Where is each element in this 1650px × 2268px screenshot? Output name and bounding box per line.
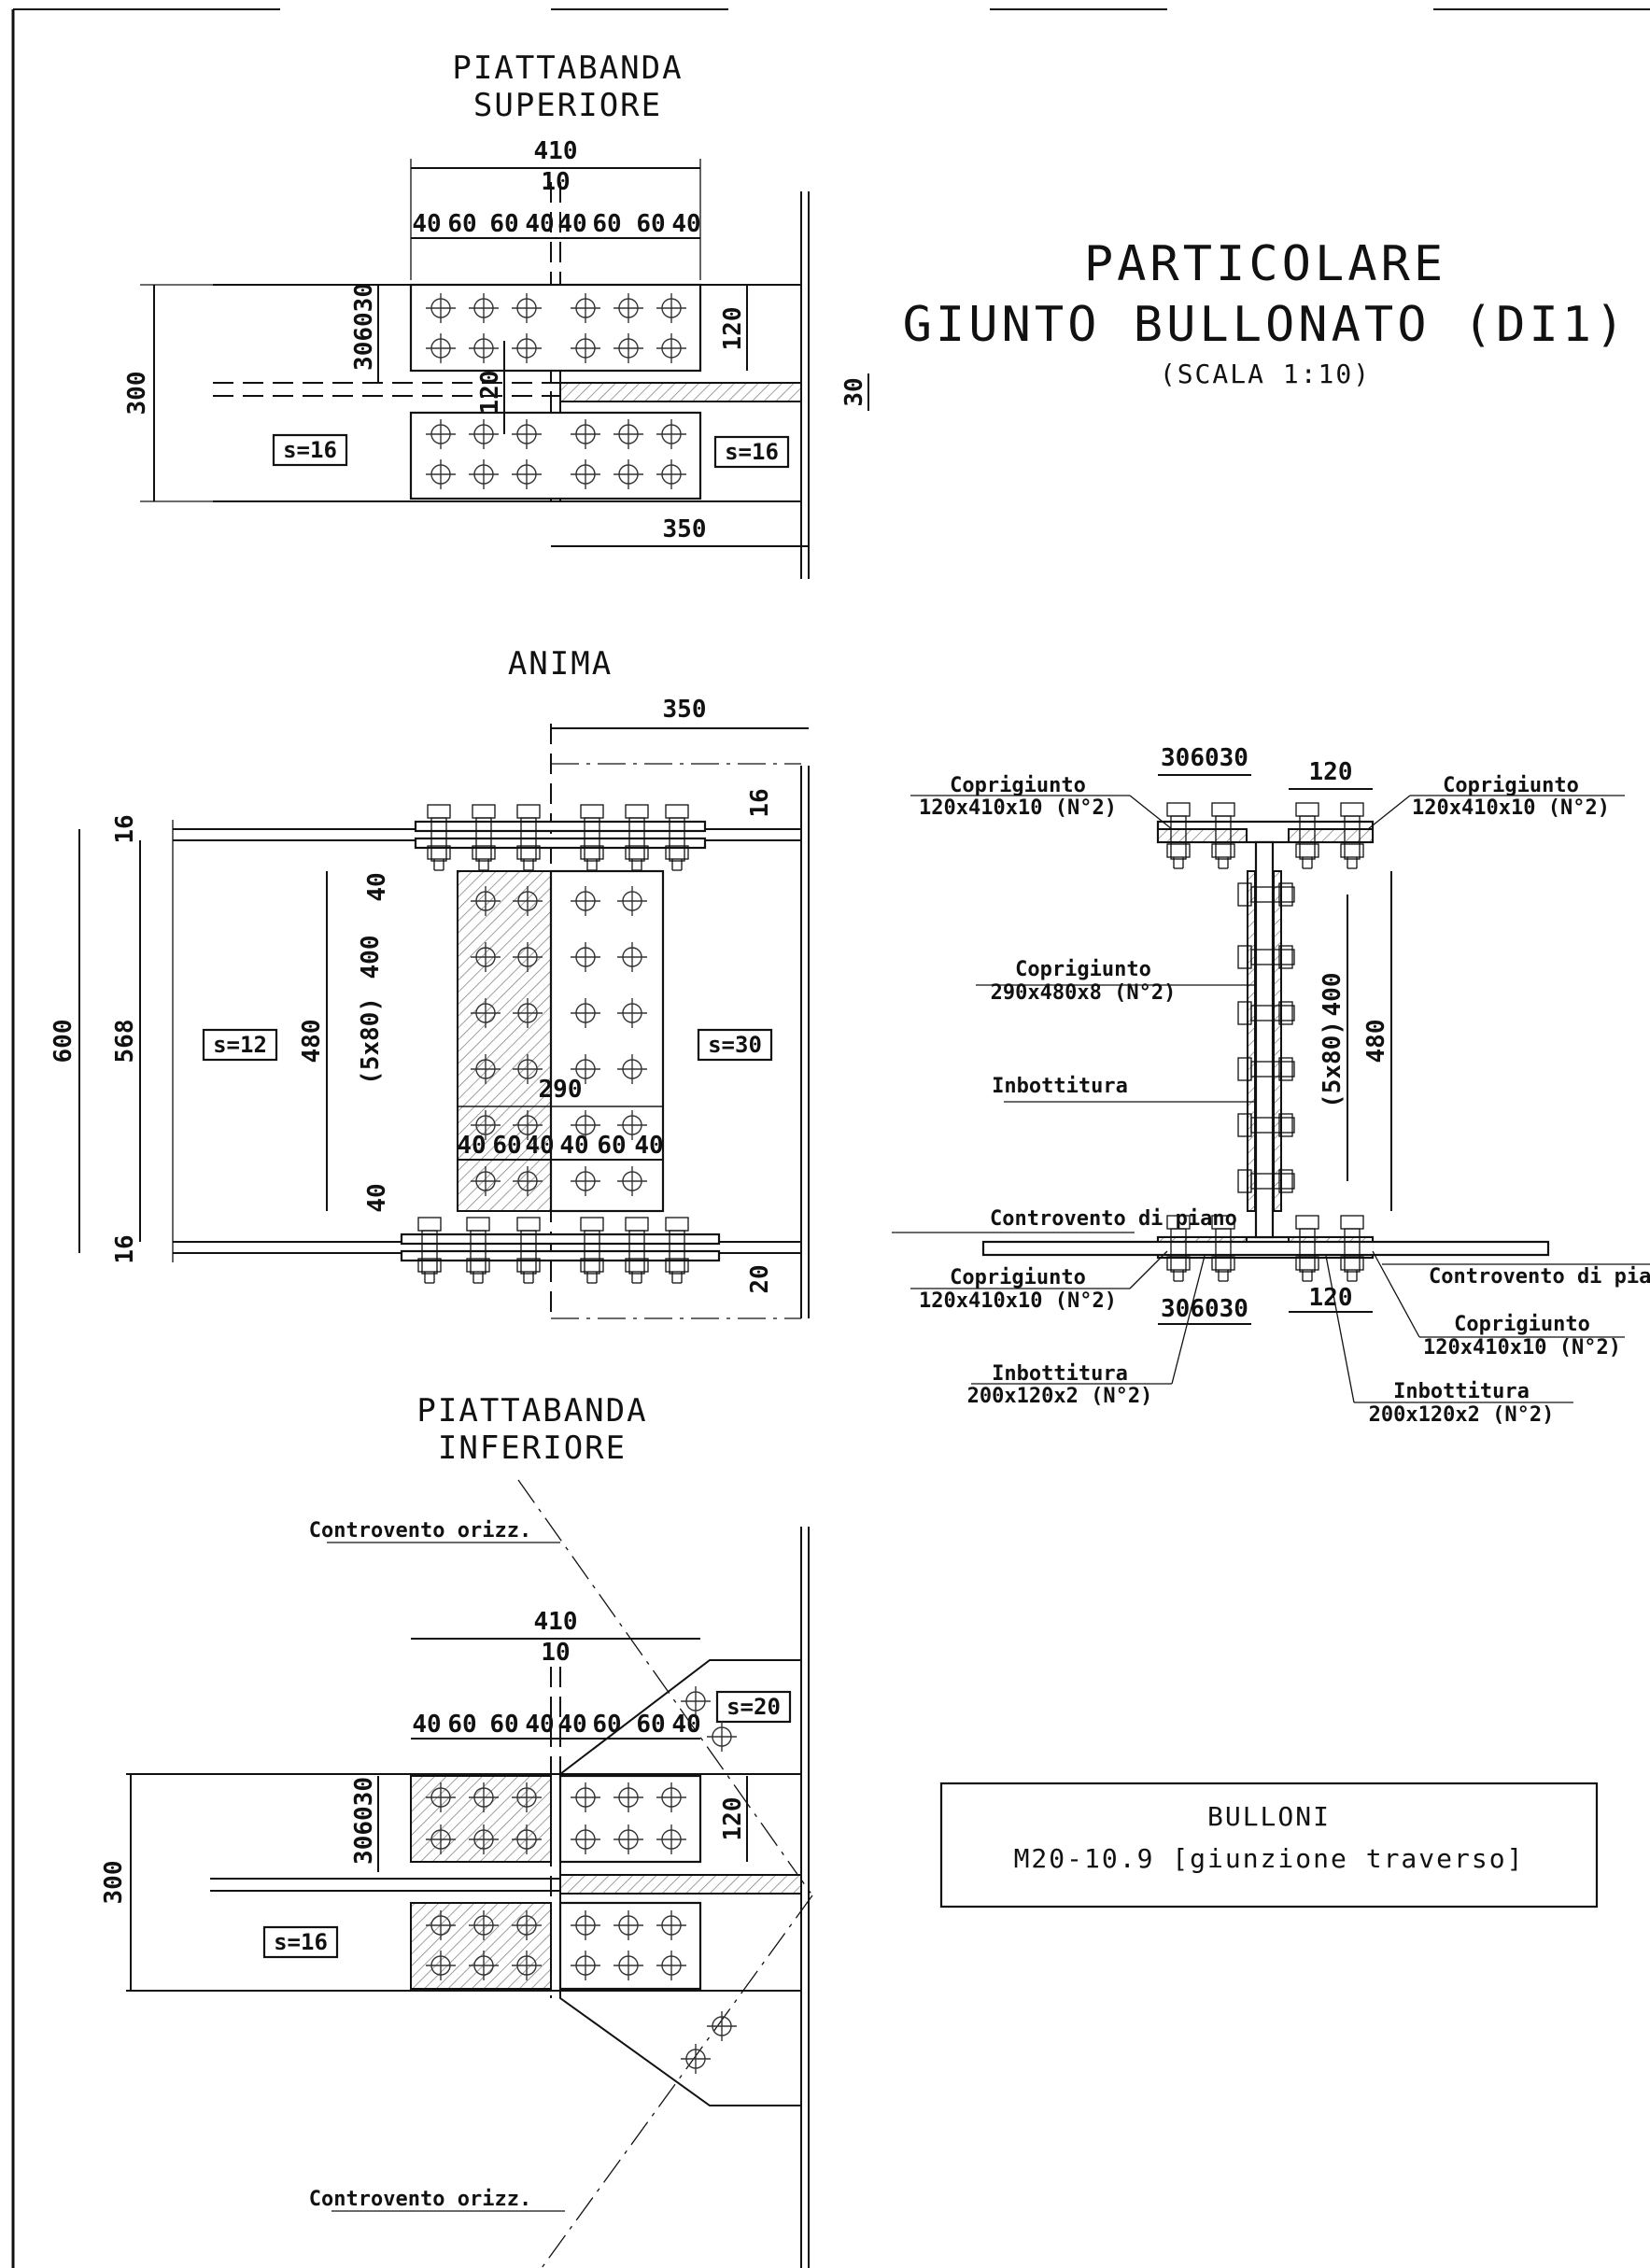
web-dim-40-bottom: 40 (363, 1183, 391, 1212)
sheet-border (11, 8, 1650, 2268)
bolts-spec-box: BULLONI M20-10.9 [giunzione traverso] (939, 1782, 1599, 1909)
web-view: ANIMA (49, 645, 810, 1319)
sec-note-tl-2: 120x410x10 (N°2) (919, 796, 1117, 820)
web-dim-290: 290 (539, 1076, 583, 1104)
sec-note-web-1: Coprigiunto (1015, 958, 1151, 981)
web-dim-16-bottom: 16 (111, 1234, 139, 1263)
bot-dim-306030: 306030 (350, 1777, 378, 1865)
sec-note-contr-r: Controvento di piano (1429, 1265, 1650, 1289)
bot-dim-s5: 40 (557, 1711, 586, 1739)
bot-heading-1: PIATTABANDA (416, 1392, 647, 1430)
web-dim-480: 480 (298, 1020, 326, 1064)
sec-dim-400: 400 (1319, 973, 1347, 1017)
top-dim-s4: 40 (525, 210, 554, 238)
bot-dim-s6: 60 (592, 1711, 621, 1739)
bot-dim-120: 120 (719, 1797, 747, 1841)
bottom-flange-view: PIATTABANDA INFERIORE s=20 (100, 1392, 813, 2268)
bot-dim-s8: 40 (671, 1711, 700, 1739)
bolts-spec: M20-10.9 [giunzione traverso] (1014, 1843, 1525, 1874)
web-dim-350: 350 (663, 696, 707, 724)
top-dim-120-inner: 120 (476, 371, 504, 415)
sec-dim-5x80: (5x80) (1319, 1021, 1347, 1108)
bot-dim-s2: 60 (447, 1711, 476, 1739)
bot-label-left: s=16 (274, 1929, 328, 1955)
web-dim-s3: 40 (525, 1132, 554, 1160)
sec-note-ibr-2: 200x120x2 (N°2) (1369, 1403, 1555, 1427)
sec-note-br-2: 120x410x10 (N°2) (1423, 1336, 1621, 1359)
title-line2: GIUNTO BULLONATO (DI1) (903, 297, 1629, 353)
sec-note-bl-2: 120x410x10 (N°2) (919, 1289, 1117, 1313)
web-dim-20-right: 20 (746, 1264, 774, 1293)
bot-dim-s3: 60 (489, 1711, 518, 1739)
web-dim-600: 600 (49, 1020, 78, 1064)
top-label-right: s=16 (725, 439, 779, 465)
top-dim-10: 10 (541, 168, 570, 196)
bot-label-gusset: s=20 (726, 1694, 781, 1720)
web-dim-s2: 60 (492, 1132, 521, 1160)
sec-dim-480: 480 (1362, 1020, 1390, 1064)
top-dim-410: 410 (534, 137, 578, 165)
sec-note-ibr-1: Inbottitura (1393, 1380, 1530, 1403)
top-dim-300: 300 (123, 372, 151, 416)
web-dim-5x80: (5x80) (357, 997, 385, 1085)
title-block: PARTICOLARE GIUNTO BULLONATO (DI1) (SCAL… (903, 236, 1629, 389)
top-label-left: s=16 (283, 437, 337, 463)
bot-dim-s1: 40 (412, 1711, 441, 1739)
bot-heading-2: INFERIORE (438, 1430, 627, 1467)
top-dim-s8: 40 (671, 210, 700, 238)
web-dim-40-top: 40 (363, 872, 391, 901)
top-dim-350: 350 (663, 515, 707, 543)
top-heading-2: SUPERIORE (473, 87, 662, 124)
sec-dim-top-right: 120 (1309, 758, 1353, 786)
bot-dim-10: 10 (541, 1639, 570, 1667)
web-dim-568: 568 (111, 1020, 139, 1064)
web-dim-16-top: 16 (111, 814, 139, 843)
web-dim-s5: 60 (597, 1132, 626, 1160)
top-dim-30: 30 (840, 377, 868, 406)
bot-dim-s4: 40 (525, 1711, 554, 1739)
top-dim-s2: 60 (447, 210, 476, 238)
bot-dim-s7: 60 (636, 1711, 665, 1739)
bot-dim-410: 410 (534, 1608, 578, 1636)
top-dim-s6: 60 (592, 210, 621, 238)
sec-note-tl-1: Coprigiunto (950, 774, 1086, 797)
top-flange-view: PIATTABANDA SUPERIORE (123, 49, 869, 579)
sec-note-ibl-1: Inbottitura (992, 1362, 1128, 1386)
web-heading: ANIMA (508, 645, 613, 683)
web-dim-16-right: 16 (746, 788, 774, 817)
top-dim-306030: 306030 (350, 283, 378, 371)
top-dim-120-right: 120 (719, 307, 747, 351)
sec-note-br-1: Coprigiunto (1454, 1313, 1590, 1336)
web-dim-400: 400 (357, 936, 385, 979)
sec-note-contr-l: Controvento di piano (990, 1207, 1237, 1231)
top-dim-s5: 40 (557, 210, 586, 238)
sec-note-tr-1: Coprigiunto (1443, 774, 1579, 797)
top-heading-1: PIATTABANDA (452, 49, 683, 87)
sec-dim-bot-left: 306030 (1161, 1295, 1248, 1323)
web-dim-s1: 40 (457, 1132, 486, 1160)
bot-note-brace-top: Controvento orizz. (309, 1519, 531, 1543)
bot-note-brace-bottom: Controvento orizz. (309, 2188, 531, 2211)
top-dim-s3: 60 (489, 210, 518, 238)
top-dim-s1: 40 (412, 210, 441, 238)
web-label-left: s=12 (213, 1032, 267, 1058)
section-view: Coprigiunto 120x410x10 (N°2) Coprigiunto… (892, 744, 1650, 1427)
title-scale: (SCALA 1:10) (1160, 359, 1371, 389)
web-dim-s6: 40 (634, 1132, 663, 1160)
top-dim-s7: 60 (636, 210, 665, 238)
sec-note-inbott: Inbottitura (992, 1075, 1128, 1098)
sec-note-tr-2: 120x410x10 (N°2) (1412, 796, 1610, 820)
web-label-right: s=30 (708, 1032, 762, 1058)
sec-dim-top-left: 306030 (1161, 744, 1248, 772)
sec-note-bl-1: Coprigiunto (950, 1266, 1086, 1289)
sec-dim-bot-right: 120 (1309, 1284, 1353, 1312)
title-line1: PARTICOLARE (1084, 236, 1446, 292)
web-dim-s4: 40 (559, 1132, 588, 1160)
bolts-title: BULLONI (1207, 1801, 1331, 1832)
sec-note-ibl-2: 200x120x2 (N°2) (967, 1385, 1153, 1408)
bot-dim-300: 300 (100, 1861, 128, 1905)
